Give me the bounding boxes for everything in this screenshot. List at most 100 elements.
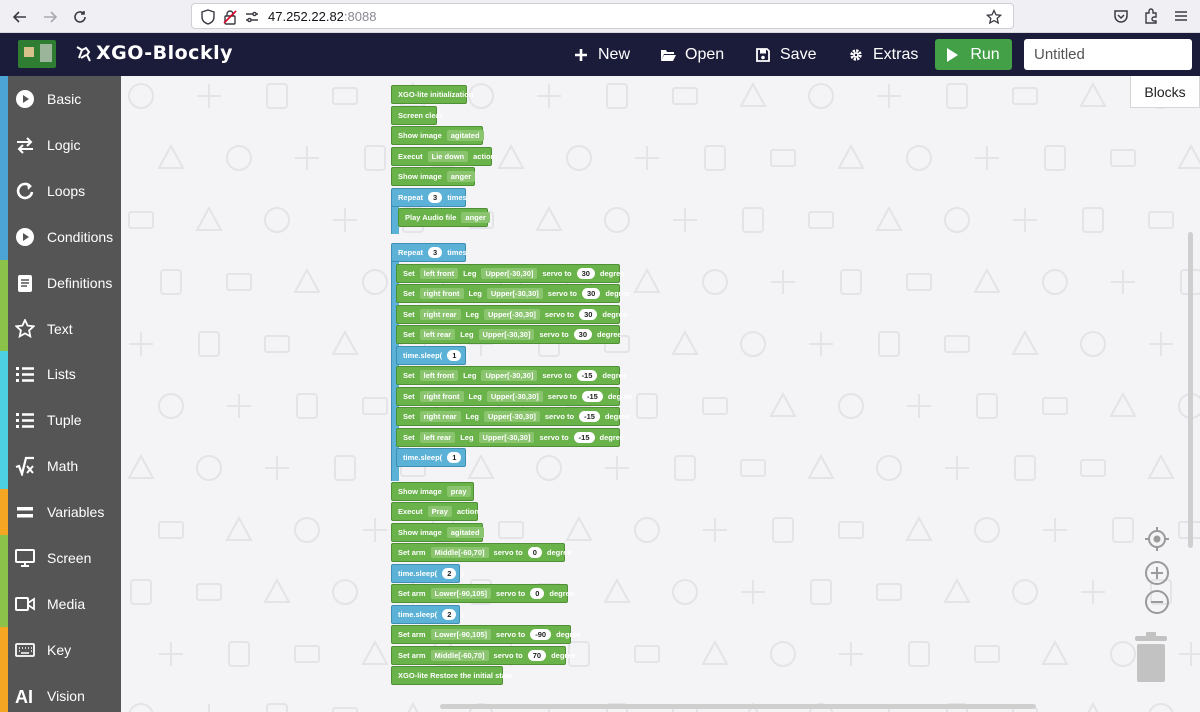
block-number-field[interactable]: 30 xyxy=(581,288,601,299)
reload-button[interactable] xyxy=(69,6,91,28)
extensions-icon[interactable] xyxy=(1142,7,1160,25)
block-dropdown[interactable]: Middle[-60,70] xyxy=(430,650,489,661)
init-block[interactable]: XGO-lite initialization xyxy=(391,85,473,104)
sidebar-item-conditions[interactable]: Conditions xyxy=(0,213,121,260)
block-number-field[interactable]: -15 xyxy=(579,411,600,422)
save-button[interactable]: Save xyxy=(755,41,816,69)
block-dropdown[interactable]: Upper[-30,30] xyxy=(481,268,538,279)
pocket-icon[interactable] xyxy=(1112,7,1130,25)
new-button[interactable]: New xyxy=(573,41,630,69)
block-number-field[interactable]: 70 xyxy=(527,650,547,661)
block-dropdown[interactable]: right front xyxy=(419,391,464,402)
restore-block[interactable]: XGO-lite Restore the initial state xyxy=(391,666,513,685)
block-dropdown[interactable]: Lie down xyxy=(427,151,469,162)
block-dropdown[interactable]: Lower[-90,105] xyxy=(430,629,492,640)
zoom-out-icon[interactable] xyxy=(1144,589,1170,615)
sidebar-item-text[interactable]: Text xyxy=(0,305,121,352)
block-dropdown[interactable]: Upper[-30,30] xyxy=(486,288,543,299)
block-number-field[interactable]: -15 xyxy=(573,432,595,443)
block-dropdown[interactable]: right rear xyxy=(419,309,461,320)
sidebar-item-media[interactable]: Media xyxy=(0,580,121,627)
blocks-tab[interactable]: Blocks xyxy=(1130,76,1200,108)
block-dropdown[interactable]: agitated xyxy=(446,130,484,141)
block-number-field[interactable]: 1 xyxy=(447,452,462,463)
sleep-block[interactable]: time.sleep(2) xyxy=(391,605,464,624)
block-dropdown[interactable]: Upper[-30,30] xyxy=(481,370,538,381)
block-number-field[interactable]: 1 xyxy=(447,350,462,361)
sidebar-item-key[interactable]: Key xyxy=(0,626,121,673)
sidebar-item-definitions[interactable]: Definitions xyxy=(0,259,121,306)
block-dropdown[interactable]: left rear xyxy=(419,329,456,340)
sleep-block[interactable]: time.sleep(2) xyxy=(391,564,464,583)
block-number-field[interactable]: 0 xyxy=(530,588,545,599)
block-dropdown[interactable]: left front xyxy=(419,268,459,279)
sidebar-item-logic[interactable]: Logic xyxy=(0,121,121,168)
run-button[interactable]: Run xyxy=(935,39,1012,70)
block-dropdown[interactable]: right front xyxy=(419,288,464,299)
block-number-field[interactable]: 30 xyxy=(573,329,592,340)
sidebar-item-basic[interactable]: Basic xyxy=(0,76,121,122)
zoom-in-icon[interactable] xyxy=(1144,560,1170,586)
block-number-field[interactable]: 2 xyxy=(442,568,457,579)
block-dropdown[interactable]: anger xyxy=(446,171,476,182)
screen-clear-block[interactable]: Screen clear xyxy=(391,106,443,125)
block-dropdown[interactable]: Upper[-30,30] xyxy=(478,329,535,340)
address-bar[interactable]: 47.252.22.82:8088 xyxy=(191,3,1014,29)
recenter-icon[interactable] xyxy=(1144,526,1170,552)
block-dropdown[interactable]: pray xyxy=(446,486,471,497)
back-button[interactable] xyxy=(9,6,31,28)
forward-button[interactable] xyxy=(39,6,61,28)
block-number-field[interactable]: -15 xyxy=(581,391,603,402)
extras-button[interactable]: Extras xyxy=(848,41,918,69)
horizontal-scrollbar[interactable] xyxy=(440,704,1036,709)
block-number-field[interactable]: 3 xyxy=(428,192,443,203)
block-number-field[interactable]: 30 xyxy=(576,268,595,279)
open-button[interactable]: Open xyxy=(660,41,724,69)
vertical-scrollbar[interactable] xyxy=(1188,232,1193,548)
block-dropdown[interactable]: Upper[-30,30] xyxy=(483,309,540,320)
block-dropdown[interactable]: Upper[-30,30] xyxy=(478,432,535,443)
sidebar-item-variables[interactable]: Variables xyxy=(0,489,121,536)
block-number-field[interactable]: 3 xyxy=(428,247,443,258)
block-dropdown[interactable]: Upper[-30,30] xyxy=(486,391,543,402)
block-number-field[interactable]: 30 xyxy=(579,309,598,320)
block-dropdown[interactable]: Middle[-60,70] xyxy=(430,547,489,558)
block-dropdown[interactable]: Lower[-90,105] xyxy=(430,588,492,599)
sidebar-item-lists[interactable]: Lists xyxy=(0,351,121,398)
block-dropdown[interactable]: Pray xyxy=(427,506,452,517)
block-number-field[interactable]: -15 xyxy=(576,370,598,381)
block-dropdown[interactable]: Upper[-30,30] xyxy=(483,411,540,422)
sidebar-item-tuple[interactable]: Tuple xyxy=(0,397,121,444)
menu-icon[interactable] xyxy=(1172,7,1190,25)
sidebar-item-screen[interactable]: Screen xyxy=(0,535,121,581)
block-dropdown[interactable]: right rear xyxy=(419,411,461,422)
block-dropdown[interactable]: agitated xyxy=(446,527,484,538)
block-dropdown[interactable]: left rear xyxy=(419,432,456,443)
project-title-input[interactable] xyxy=(1024,39,1192,70)
bookmark-star-icon[interactable] xyxy=(986,9,1002,25)
block-number-field[interactable]: -90 xyxy=(530,629,552,640)
block-dropdown[interactable]: anger xyxy=(461,212,490,223)
block-number-field[interactable]: 2 xyxy=(442,609,457,620)
